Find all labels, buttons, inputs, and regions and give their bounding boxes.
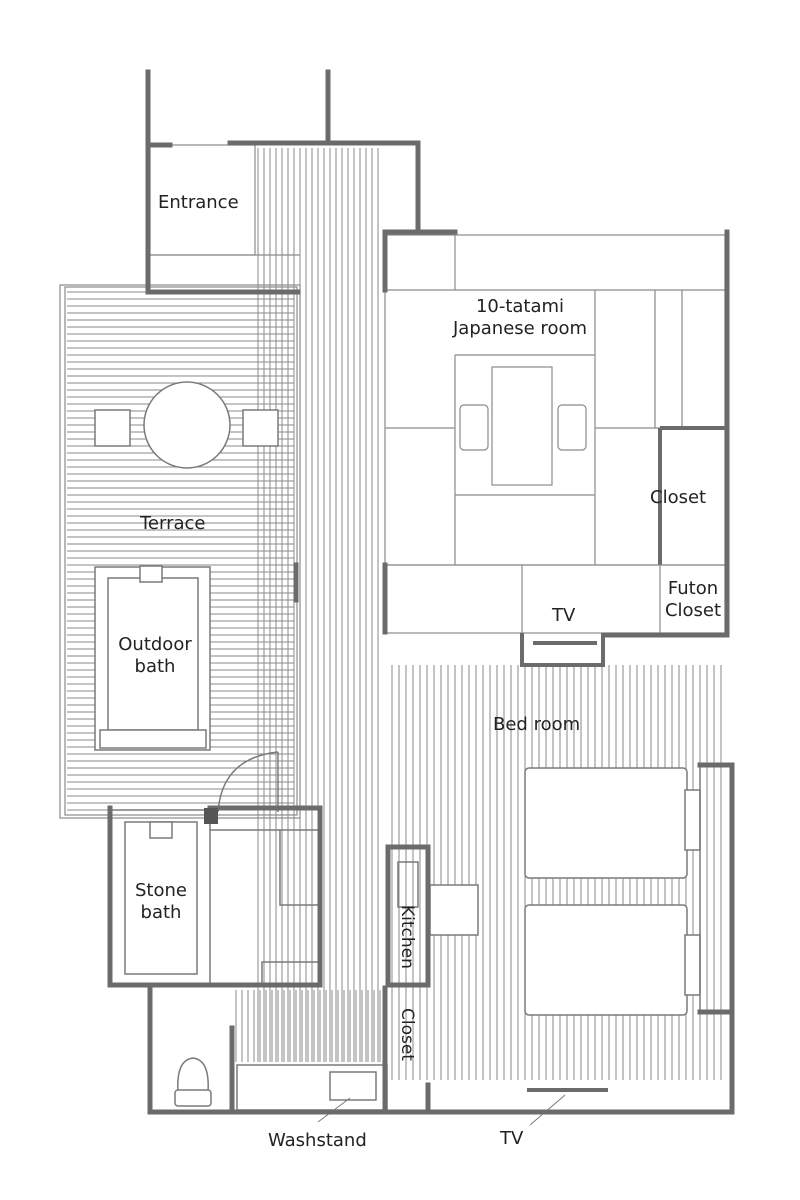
tv-upper-unit <box>520 633 605 667</box>
outdoor-bath-tub <box>94 565 211 751</box>
label-entrance: Entrance <box>158 192 239 213</box>
label-bed-room: Bed room <box>493 714 581 735</box>
label-outdoor-bath: Outdoor bath <box>118 634 192 677</box>
terrace-area <box>59 284 301 819</box>
label-stone-bath: Stone bath <box>135 880 187 923</box>
label-closet-lower: Closet <box>397 1008 417 1061</box>
label-tv-lower: TV <box>500 1128 524 1149</box>
closet-upper <box>658 426 725 565</box>
walls <box>107 69 735 1115</box>
label-japanese-room: 10-tatami Japanese room <box>452 296 587 339</box>
label-terrace: Terrace <box>140 513 206 534</box>
door-post <box>204 808 218 824</box>
japanese-room-tatami <box>384 234 726 566</box>
terrace-table-set <box>94 381 279 469</box>
label-tv-upper: TV <box>552 605 576 626</box>
label-futon-closet: Futon Closet <box>664 578 722 621</box>
label-washstand: Washstand <box>268 1130 367 1151</box>
label-kitchen: Kitchen <box>397 905 417 969</box>
label-closet-upper: Closet <box>650 487 707 508</box>
bedroom-beds <box>429 765 701 1016</box>
